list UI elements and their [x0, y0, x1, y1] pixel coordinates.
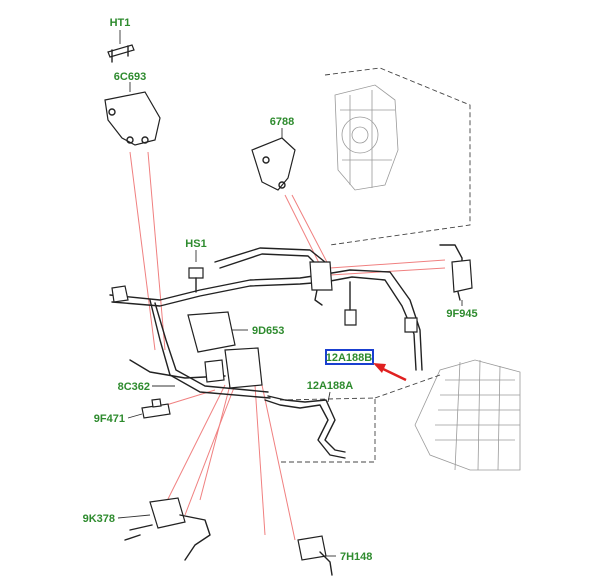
callout-12a188a: 12A188A	[307, 380, 354, 392]
bracket-6c693	[104, 82, 161, 146]
fitting-9f945	[439, 244, 473, 306]
hose-12a188a	[264, 391, 346, 459]
callout-9f471: 9F471	[94, 413, 125, 425]
screw-hs1	[188, 250, 204, 293]
callout-6788: 6788	[270, 116, 294, 128]
callout-9k378: 9K378	[83, 513, 115, 525]
tee-9f471	[127, 398, 171, 419]
callout-6c693: 6C693	[114, 71, 146, 83]
cover-9d653	[187, 311, 248, 353]
callout-hs1: HS1	[185, 238, 206, 250]
callout-8c362: 8C362	[118, 381, 150, 393]
reference-lines	[129, 151, 446, 541]
valve-9k378	[117, 497, 211, 561]
solenoid-7h148	[297, 535, 336, 576]
highlight-box	[325, 349, 374, 365]
callout-9f945: 9F945	[446, 308, 477, 320]
intake-manifold-ghost	[414, 359, 521, 471]
callout-12a188b: 12A188B	[326, 352, 373, 364]
callout-7h148: 7H148	[340, 551, 372, 563]
dashed-boundaries	[279, 67, 471, 463]
engine-ghost-upper	[334, 84, 399, 191]
stud-ht1	[107, 30, 135, 63]
vacuum-pipe-harness	[109, 247, 423, 399]
callout-9d653: 9D653	[252, 325, 284, 337]
highlight-arrow	[373, 363, 407, 382]
callout-ht1: HT1	[110, 17, 131, 29]
bracket-6788	[251, 128, 296, 191]
